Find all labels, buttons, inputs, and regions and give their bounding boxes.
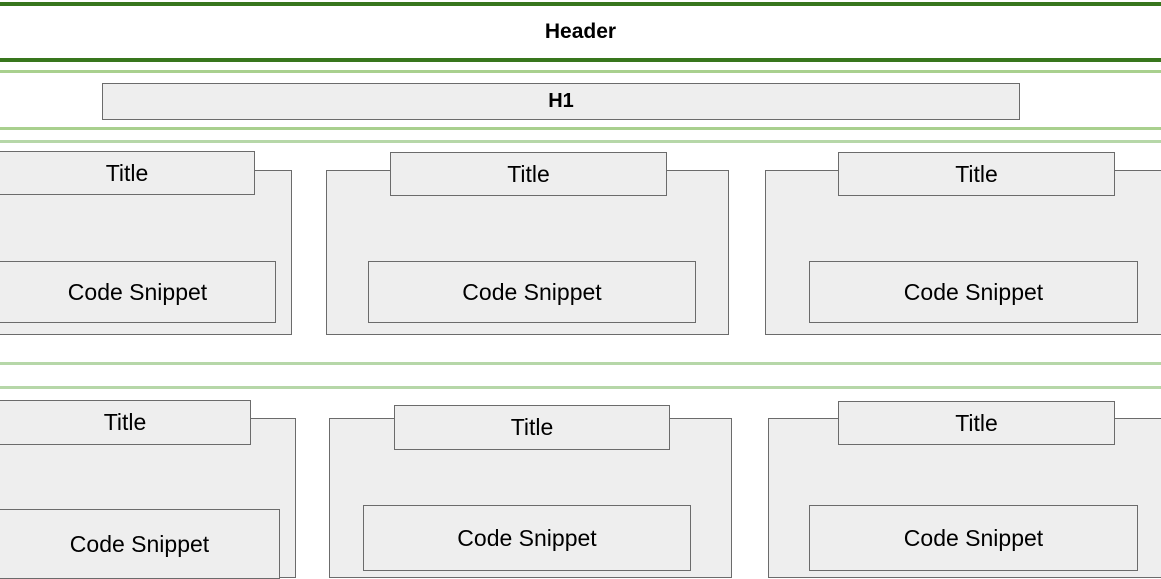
code-snippet-box: Code Snippet [809,261,1138,323]
h1-section-top-border [0,70,1161,73]
card-title: Title [838,401,1115,445]
row-1-bottom-border [0,362,1161,365]
header-top-border [0,2,1161,6]
code-snippet-box: Code Snippet [363,505,691,571]
row-1-top-border [0,140,1161,143]
code-snippet-box: Code Snippet [368,261,696,323]
header-label: Header [544,20,617,43]
header-bottom-border [0,58,1161,62]
card-title: Title [838,152,1115,196]
code-snippet-box: Code Snippet [809,505,1138,571]
card-title: Title [394,405,670,450]
h1-box: H1 [102,83,1020,120]
code-snippet-box: Code Snippet [0,509,280,579]
code-snippet-box: Code Snippet [0,261,276,323]
row-2-top-border [0,386,1161,389]
card-title: Title [390,152,667,196]
h1-section-bottom-border [0,127,1161,130]
card-title: Title [0,151,255,195]
card-title: Title [0,400,251,445]
